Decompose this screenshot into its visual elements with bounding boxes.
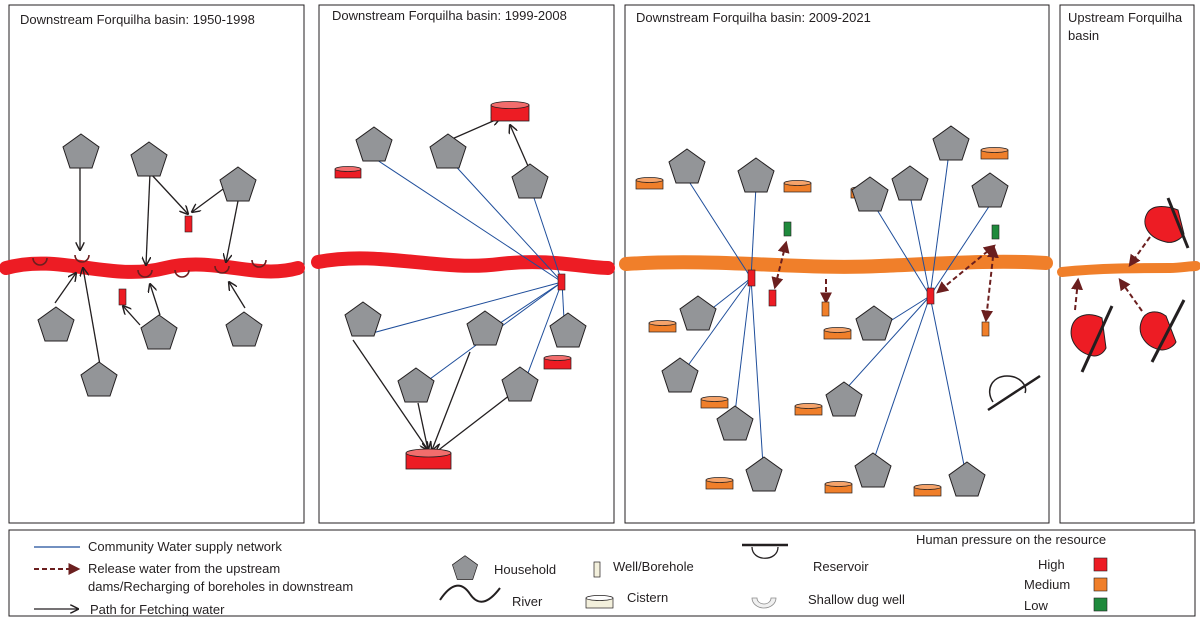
cistern [705, 477, 734, 490]
legend-network-label: Community Water supply network [88, 539, 282, 554]
river-panel-2 [311, 251, 615, 275]
legend-path-label: Path for Fetching water [90, 602, 225, 617]
reservoir [1070, 305, 1114, 373]
legend-river-icon [439, 584, 501, 603]
cisterns-panel-2 [334, 101, 572, 470]
cistern [543, 355, 572, 370]
shallow-well [251, 259, 267, 268]
well-high [747, 269, 756, 287]
reservoir [1139, 299, 1186, 363]
network-panel-3 [678, 159, 991, 471]
cistern-large [405, 448, 452, 470]
panel-3-title: Downstream Forquilha basin: 2009-2021 [636, 10, 871, 25]
legend-reservoir-label: Reservoir [813, 559, 869, 574]
cistern [648, 320, 677, 333]
legend-well-label: Well/Borehole [613, 559, 694, 574]
cistern [334, 166, 362, 179]
shallow-wells-panel-1 [32, 254, 267, 278]
well-panel-1 [118, 288, 127, 306]
legend-reservoir-icon [742, 543, 788, 559]
cistern [824, 481, 853, 494]
reservoirs-panel-4 [1070, 197, 1190, 373]
well-panel-1 [184, 215, 193, 233]
panel-1-title: Downstream Forquilha basin: 1950-1998 [20, 12, 255, 27]
legend-pressure-title: Human pressure on the resource [916, 532, 1106, 547]
cistern [700, 396, 729, 409]
shallow-well [137, 269, 153, 278]
legend-pressure-medium-swatch [1093, 577, 1108, 592]
panel-4-title-line2: basin [1068, 28, 1099, 43]
release-arrows-panel-3 [771, 240, 999, 323]
legend-pressure-medium-label: Medium [1024, 577, 1070, 592]
river-panel-1 [0, 256, 305, 279]
well-high [768, 289, 777, 307]
legend-pressure-low-swatch [1093, 597, 1108, 612]
legend-release-label-line1: Release water from the upstream [88, 561, 280, 576]
cistern [823, 327, 852, 340]
legend-river-label: River [512, 594, 543, 609]
legend-release-label-line2: dams/Recharging of boreholes in downstre… [88, 579, 353, 594]
shallow-well [174, 269, 190, 278]
legend-well-icon [593, 561, 601, 578]
shallow-well [214, 265, 230, 274]
legend-shallow-well-label: Shallow dug well [808, 592, 905, 607]
cistern [913, 484, 942, 497]
legend-shallow-well-icon [751, 597, 777, 609]
panel-4-title-line1: Upstream Forquilha [1068, 10, 1183, 25]
well-panel-2 [557, 273, 566, 291]
cistern [980, 147, 1009, 160]
well-high [926, 287, 935, 305]
well-medium [821, 301, 830, 317]
shallow-well [74, 254, 90, 263]
cistern [635, 177, 664, 190]
legend-cistern-icon [585, 595, 614, 609]
panel-2-title: Downstream Forquilha basin: 1999-2008 [332, 8, 567, 23]
cistern [794, 403, 823, 416]
well-medium [981, 321, 990, 337]
shallow-well [32, 257, 48, 266]
legend-household-label: Household [494, 562, 556, 577]
well-low [991, 224, 1000, 240]
legend-pressure-high-swatch [1093, 557, 1108, 572]
cistern [783, 180, 812, 193]
river-panel-4 [1057, 261, 1200, 277]
well-low [783, 221, 792, 237]
river-panel-3 [619, 254, 1053, 274]
cistern-large [490, 101, 530, 122]
legend-pressure-low-label: Low [1024, 598, 1048, 613]
wells-panel-3 [747, 221, 1000, 337]
fetch-paths-panel-2 [352, 118, 529, 452]
fetch-paths-panel-1 [54, 168, 246, 366]
reservoir [1144, 197, 1190, 249]
reservoir-panel-3 [987, 374, 1041, 412]
release-arrows-panel-4 [1071, 236, 1151, 312]
legend-pressure-high-label: High [1038, 557, 1065, 572]
legend-cistern-label: Cistern [627, 590, 668, 605]
